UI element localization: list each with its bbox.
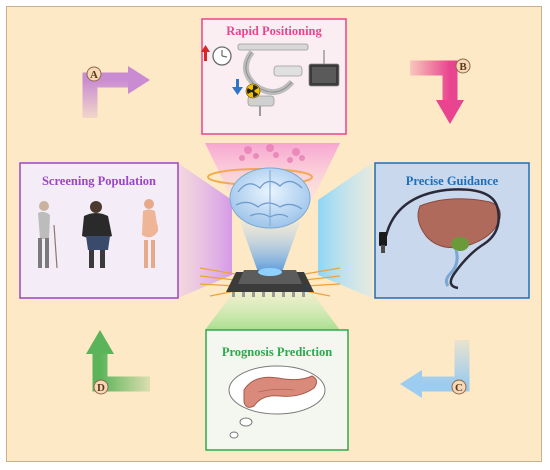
elderly-person-icon xyxy=(38,201,58,269)
brain-icon xyxy=(229,167,311,229)
prognosis-prediction-box: Prognosis Prediction xyxy=(205,329,349,451)
left-light-panel xyxy=(178,163,232,298)
person-icon xyxy=(82,201,112,268)
precise-guidance-title: Precise Guidance xyxy=(406,174,499,188)
bottom-light-panel xyxy=(205,290,340,330)
rapid-positioning-title: Rapid Positioning xyxy=(226,24,322,38)
step-a-label: A xyxy=(90,69,98,81)
woman-figure-icon xyxy=(142,199,158,268)
step-c-label: C xyxy=(455,382,463,394)
right-light-panel xyxy=(318,163,372,298)
step-d-arrow: D xyxy=(86,330,150,395)
screening-population-box: Screening Population xyxy=(19,162,179,299)
monitor-icon xyxy=(308,50,340,87)
chip-icon xyxy=(199,267,341,297)
radiation-icon xyxy=(245,83,261,99)
liver-icon xyxy=(417,198,501,287)
step-a-badge xyxy=(86,66,102,82)
step-a-arrow: A xyxy=(82,66,150,118)
pancreas-icon xyxy=(243,375,318,408)
step-b-label: B xyxy=(459,61,467,73)
c-arm-machine-icon xyxy=(237,43,309,116)
screening-population-title: Screening Population xyxy=(42,174,156,188)
clock-icon xyxy=(212,46,232,66)
light-beam xyxy=(240,222,300,272)
molecule-icon xyxy=(239,144,305,163)
precise-guidance-box: Precise Guidance xyxy=(374,162,530,299)
endoscope-icon xyxy=(379,188,500,290)
step-b-badge xyxy=(455,58,471,74)
step-b-arrow: B xyxy=(410,58,471,124)
step-d-badge xyxy=(93,379,109,395)
up-arrow-icon xyxy=(201,45,210,61)
prognosis-prediction-title: Prognosis Prediction xyxy=(222,345,332,359)
step-d-label: D xyxy=(97,382,105,394)
rapid-positioning-box: Rapid Positioning xyxy=(201,18,347,135)
step-c-badge xyxy=(451,379,467,395)
step-c-arrow: C xyxy=(400,340,470,398)
down-arrow-icon xyxy=(232,79,243,95)
